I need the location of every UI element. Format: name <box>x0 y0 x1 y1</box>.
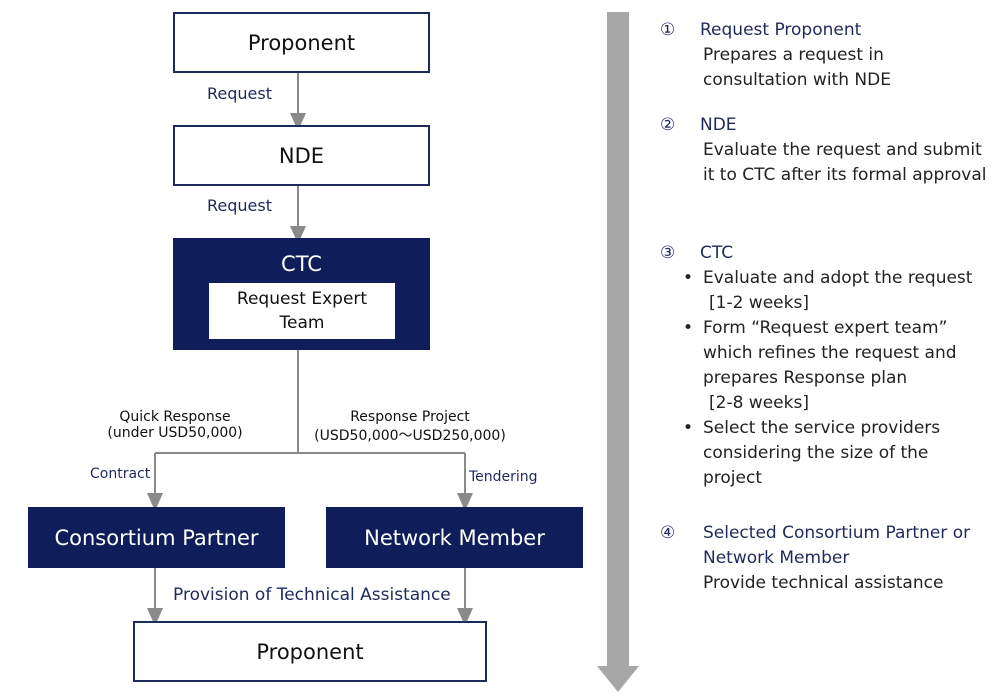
step-1-body: Prepares a request in consultation with … <box>703 45 891 90</box>
step-4: ④ Selected Consortium Partner or Network … <box>660 521 990 596</box>
step-3-number: ③ <box>660 243 676 263</box>
network-member-box: Network Member <box>326 507 583 568</box>
ctc-box: CTC Request Expert Team <box>173 238 430 350</box>
quick-response-label: Quick Response (under USD50,000) <box>107 409 243 441</box>
step-2-number: ② <box>660 115 676 135</box>
step-4-body: Provide technical assistance <box>703 573 944 593</box>
response-project-label: Response Project (USD50,000～USD250,000) <box>314 409 506 444</box>
step-3-bullets: Evaluate and adopt the request[1-2 weeks… <box>660 266 981 491</box>
step-4-number: ④ <box>660 523 676 543</box>
step-1-number: ① <box>660 20 676 40</box>
step-3-bullet-1: Evaluate and adopt the request[1-2 weeks… <box>683 266 981 316</box>
step-3-bullet-3: Select the service providers considering… <box>683 416 981 491</box>
timeline-bar <box>607 12 629 666</box>
request-label-1: Request <box>207 84 272 103</box>
expert-team-box: Request Expert Team <box>209 283 395 339</box>
step-2-title: NDE <box>700 115 737 135</box>
provision-label: Provision of Technical Assistance <box>173 585 451 605</box>
tendering-label: Tendering <box>469 469 538 485</box>
ctc-title: CTC <box>281 252 322 276</box>
proponent-top-box: Proponent <box>173 12 430 73</box>
step-4-title: Selected Consortium Partner or Network M… <box>703 523 971 568</box>
step-2-body: Evaluate the request and submit it to CT… <box>703 140 987 185</box>
proponent-bottom-box: Proponent <box>133 621 487 682</box>
step-3-title: CTC <box>700 243 734 263</box>
step-1: ① Request Proponent Prepares a request in… <box>660 18 990 93</box>
contract-label: Contract <box>90 466 151 482</box>
consortium-partner-box: Consortium Partner <box>28 507 285 568</box>
step-1-title: Request Proponent <box>700 20 862 40</box>
step-3: ③ CTC Evaluate and adopt the request[1-2 … <box>660 241 990 491</box>
nde-box: NDE <box>173 125 430 186</box>
timeline-arrowhead <box>597 666 639 692</box>
request-label-2: Request <box>207 196 272 215</box>
step-2: ② NDE Evaluate the request and submit it … <box>660 113 990 188</box>
step-3-bullet-2: Form “Request expert team” which refines… <box>683 316 981 416</box>
